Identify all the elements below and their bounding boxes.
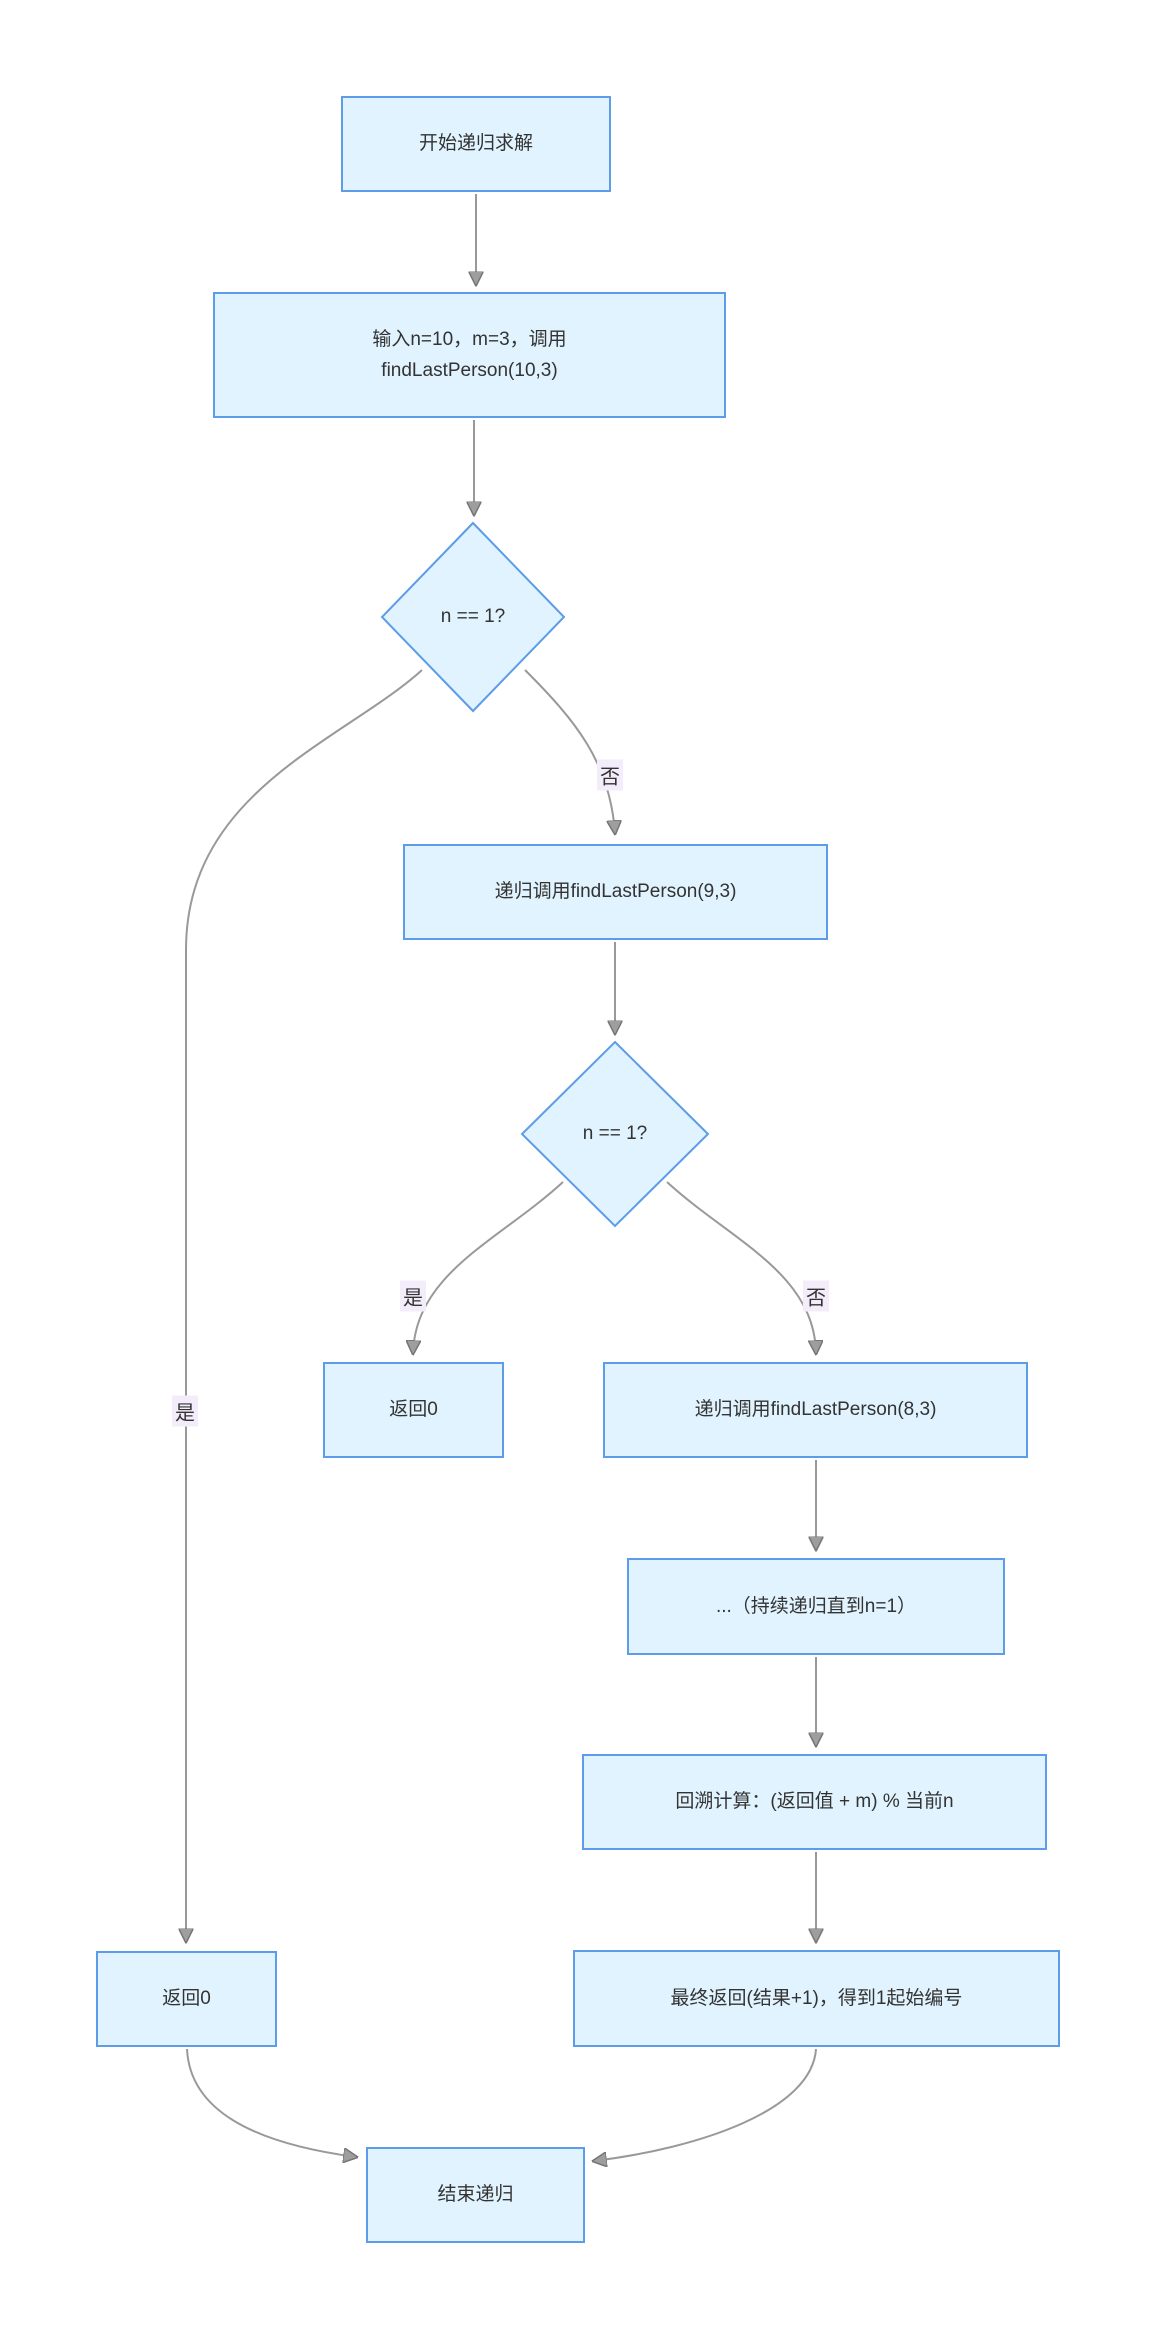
node-input-line2: findLastPerson(10,3) xyxy=(381,360,558,381)
edge-check1-recurse9 xyxy=(524,669,615,833)
node-recurse9: 递归调用findLastPerson(9,3) xyxy=(403,844,828,940)
node-continue-recursion: ...（持续递归直到n=1） xyxy=(627,1558,1005,1655)
node-check1-label: n == 1? xyxy=(440,606,506,627)
node-recurse8: 递归调用findLastPerson(8,3) xyxy=(603,1362,1028,1458)
node-final-return: 最终返回(结果+1)，得到1起始编号 xyxy=(573,1950,1060,2047)
node-backtrack-label: 回溯计算：(返回值 + m) % 当前n xyxy=(675,1791,954,1813)
edge-check2-recurse8 xyxy=(666,1181,816,1353)
node-return0-left-label: 返回0 xyxy=(162,1988,211,2010)
node-check2-label: n == 1? xyxy=(582,1123,648,1144)
node-input: 输入n=10，m=3，调用 findLastPerson(10,3) xyxy=(213,292,726,418)
node-input-line1: 输入n=10，m=3，调用 xyxy=(372,328,567,350)
edge-check2-return0-mid xyxy=(413,1181,564,1353)
node-recurse9-label: 递归调用findLastPerson(9,3) xyxy=(494,881,737,903)
node-end: 结束递归 xyxy=(366,2147,585,2243)
node-return0-mid-label: 返回0 xyxy=(389,1399,438,1421)
node-start: 开始递归求解 xyxy=(341,96,611,192)
edge-final-end xyxy=(594,2048,817,2161)
node-backtrack: 回溯计算：(返回值 + m) % 当前n xyxy=(582,1754,1047,1850)
node-recurse8-label: 递归调用findLastPerson(8,3) xyxy=(694,1399,937,1421)
edge-label-no-2: 否 xyxy=(803,1280,829,1312)
node-end-label: 结束递归 xyxy=(437,2184,514,2206)
edge-check1-return0-left xyxy=(186,669,423,1941)
node-final-return-label: 最终返回(结果+1)，得到1起始编号 xyxy=(670,1987,963,2009)
edge-label-yes-2: 是 xyxy=(400,1280,426,1312)
edge-label-no-1: 否 xyxy=(597,759,623,791)
node-start-label: 开始递归求解 xyxy=(418,133,533,155)
node-continue-recursion-label: ...（持续递归直到n=1） xyxy=(715,1595,917,1617)
edge-return0-left-end xyxy=(186,2048,356,2157)
edge-label-yes-1: 是 xyxy=(172,1395,198,1427)
node-return0-mid: 返回0 xyxy=(323,1362,504,1458)
node-return0-left: 返回0 xyxy=(96,1951,277,2047)
